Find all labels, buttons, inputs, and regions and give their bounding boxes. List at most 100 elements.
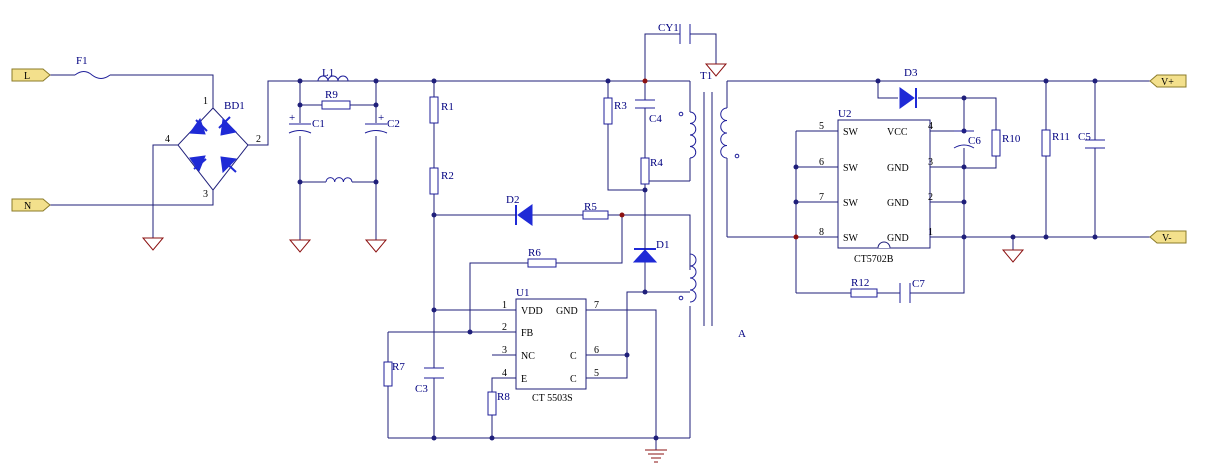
label-r8: R8: [497, 391, 510, 403]
bd1-pin-1: 1: [203, 96, 208, 107]
u1-pin-name-7: GND: [556, 306, 578, 317]
capacitor-c7: [899, 283, 911, 303]
resistor-r2: [429, 167, 439, 195]
label-r6: R6: [528, 247, 541, 259]
capacitor-c4: [635, 99, 655, 109]
u1-pin-name-5: C: [570, 374, 577, 385]
u1-pin-name-6: C: [570, 351, 577, 362]
capacitor-c5: [1085, 139, 1105, 149]
label-c2: C2: [387, 118, 400, 130]
svg-text:L: L: [24, 71, 30, 82]
u1-pin-name-2: FB: [521, 328, 534, 339]
fuse-f1: [74, 71, 111, 79]
u2-pin-name-4: VCC: [887, 127, 908, 138]
diode-d3: [899, 87, 917, 109]
capacitor-c2: [364, 123, 388, 134]
label-r5: R5: [584, 201, 597, 213]
label-t1: T1: [700, 70, 712, 82]
bd1-pin-3: 3: [203, 189, 208, 200]
u1-pin-num-5: 5: [594, 368, 599, 379]
u1-pin-num-1: 1: [502, 300, 507, 311]
u1-pin-num-2: 2: [502, 322, 507, 333]
ground-symbols: [141, 63, 1025, 463]
label-r10: R10: [1002, 133, 1021, 145]
capacitor-cy1: [679, 24, 691, 44]
u1-part-number: CT 5503S: [532, 393, 573, 404]
u1-pin-num-3: 3: [502, 345, 507, 356]
capacitor-c6: [953, 130, 975, 149]
u2-pin-num-5: 5: [819, 121, 824, 132]
port-vplus: V+: [1149, 74, 1187, 88]
u2-pin-name-3: GND: [887, 163, 909, 174]
resistor-r6: [527, 258, 557, 268]
transformer-t1: [678, 92, 740, 326]
port-vminus: V-: [1149, 230, 1187, 244]
svg-text:V+: V+: [1161, 77, 1174, 88]
label-c3: C3: [415, 383, 428, 395]
u2-pin-name-7: SW: [843, 198, 859, 209]
bd1-pin-2: 2: [256, 134, 261, 145]
label-r9: R9: [325, 89, 338, 101]
port-L: L: [11, 68, 51, 82]
u2-part-number: CT5702B: [854, 254, 894, 265]
port-N: N: [11, 198, 51, 212]
label-r1: R1: [441, 101, 454, 113]
u2-pin-name-6: SW: [843, 163, 859, 174]
u2-pin-num-4: 4: [928, 121, 933, 132]
junctions: [297, 78, 1098, 441]
wires: [50, 33, 1150, 450]
label-c1: C1: [312, 118, 325, 130]
label-r12: R12: [851, 277, 869, 289]
u2-pin-num-2: 2: [928, 192, 933, 203]
u2-pin-name-5: SW: [843, 127, 859, 138]
bd1-pin-4: 4: [165, 134, 170, 145]
resistor-r3: [603, 97, 613, 125]
u2-pin-name-8: SW: [843, 233, 859, 244]
resistor-r8: [487, 391, 497, 416]
u2-pin-num-6: 6: [819, 157, 824, 168]
label-cy1: CY1: [658, 22, 679, 34]
label-r7: R7: [392, 361, 405, 373]
label-bd1: BD1: [224, 100, 245, 112]
resistor-r11: [1041, 129, 1051, 157]
label-a: A: [738, 328, 746, 340]
label-r3: R3: [614, 100, 627, 112]
label-d2: D2: [506, 194, 519, 206]
u1-pin-num-7: 7: [594, 300, 599, 311]
u2-pin-num-8: 8: [819, 227, 824, 238]
capacitor-c1: [288, 123, 312, 134]
label-r2: R2: [441, 170, 454, 182]
u1-pin-name-3: NC: [521, 351, 535, 362]
junctions-marked: [619, 78, 799, 240]
label-f1: F1: [76, 55, 88, 67]
ic-u1: [492, 298, 610, 390]
filter-inductor: [325, 177, 353, 183]
u2-pin-num-1: 1: [928, 227, 933, 238]
u1-pin-name-4: E: [521, 374, 527, 385]
polarity-c1: +: [289, 112, 295, 124]
u2-pin-num-7: 7: [819, 192, 824, 203]
svg-text:N: N: [24, 201, 31, 212]
resistor-r5: [582, 210, 609, 220]
ic-u2: [837, 119, 931, 249]
label-d3: D3: [904, 67, 918, 79]
resistor-r7: [383, 361, 393, 387]
inductor-l1: [317, 75, 349, 82]
capacitor-c3: [424, 367, 444, 379]
u1-pin-num-4: 4: [502, 368, 507, 379]
svg-text:V-: V-: [1162, 233, 1172, 244]
label-c4: C4: [649, 113, 662, 125]
resistor-r4: [640, 157, 650, 185]
label-r4: R4: [650, 157, 663, 169]
resistor-r12: [850, 288, 878, 298]
bridge-rectifier-bd1: [177, 107, 249, 191]
u2-pin-name-1: GND: [887, 233, 909, 244]
u2-pin-name-2: GND: [887, 198, 909, 209]
label-d1: D1: [656, 239, 669, 251]
u1-pin-name-1: VDD: [521, 306, 543, 317]
polarity-c2: +: [378, 112, 384, 124]
label-c7: C7: [912, 278, 925, 290]
u1-pin-num-6: 6: [594, 345, 599, 356]
u2-pin-num-3: 3: [928, 157, 933, 168]
